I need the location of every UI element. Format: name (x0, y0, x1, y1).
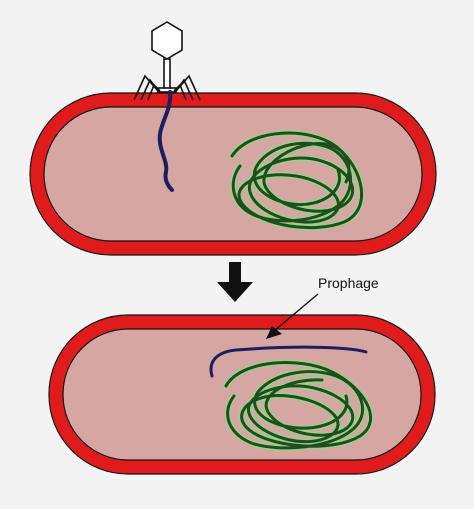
phage-head (152, 22, 182, 59)
bacterial-cell-bottom (49, 315, 435, 474)
prophage-label: Prophage (318, 275, 379, 291)
cell-wall-bottom (56, 322, 428, 467)
bacteriophage (134, 22, 200, 100)
down-arrow (217, 262, 253, 302)
phage-baseplate (158, 88, 176, 92)
phage-tail (164, 59, 170, 89)
